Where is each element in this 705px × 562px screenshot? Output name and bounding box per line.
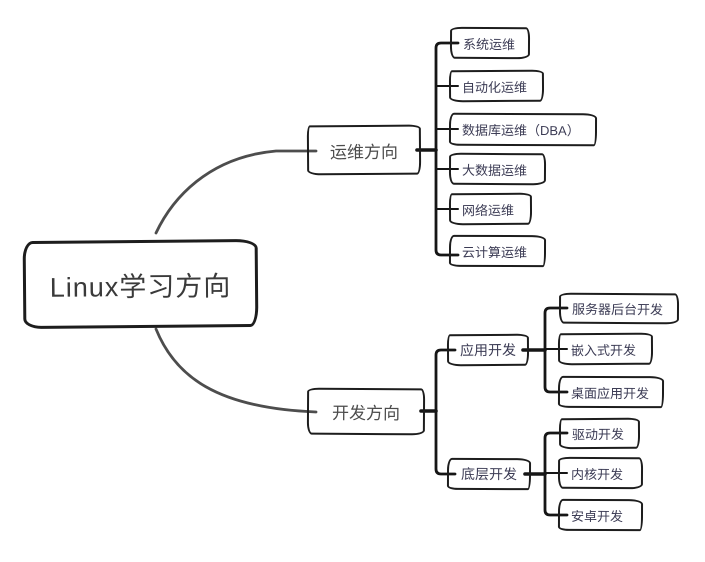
branch-ops[interactable]: 运维方向	[306, 124, 422, 176]
leaf-label: 嵌入式开发	[570, 342, 637, 358]
connector-root-dev	[154, 327, 318, 414]
connector-dev-bus	[434, 348, 457, 476]
leaf-label: 服务器后台开发	[571, 301, 664, 318]
branch-ops-label: 运维方向	[329, 142, 399, 162]
branch-dev[interactable]: 开发方向	[306, 387, 426, 436]
root-node[interactable]: Linux学习方向	[22, 238, 259, 330]
leaf-app-embedded[interactable]: 嵌入式开发	[557, 332, 654, 366]
sub-dev-application[interactable]: 应用开发	[446, 333, 530, 367]
leaf-low-driver[interactable]: 驱动开发	[558, 417, 641, 450]
root-label: Linux学习方向	[49, 270, 232, 303]
leaf-label: 驱动开发	[571, 426, 625, 443]
leaf-ops-dba[interactable]: 数据库运维（DBA）	[448, 112, 598, 147]
leaf-ops-system[interactable]: 系统运维	[449, 26, 531, 60]
leaf-label: 云计算运维	[461, 244, 528, 260]
leaf-label: 桌面应用开发	[570, 385, 650, 401]
sub-label: 应用开发	[459, 341, 517, 359]
leaf-app-server-backend[interactable]: 服务器后台开发	[558, 292, 680, 325]
branch-dev-label: 开发方向	[331, 403, 401, 424]
sub-dev-lowlevel[interactable]: 底层开发	[446, 457, 532, 491]
leaf-label: 网络运维	[461, 202, 515, 218]
leaf-label: 数据库运维（DBA）	[461, 122, 580, 139]
leaf-label: 系统运维	[462, 36, 516, 52]
leaf-label: 安卓开发	[570, 508, 624, 524]
leaf-label: 自动化运维	[461, 79, 528, 95]
leaf-app-desktop[interactable]: 桌面应用开发	[557, 375, 665, 409]
connector-ops-stubs	[435, 85, 459, 210]
leaf-ops-automation[interactable]: 自动化运维	[448, 69, 545, 103]
sub-label: 底层开发	[460, 465, 518, 483]
leaf-label: 内核开发	[570, 466, 624, 482]
leaf-low-kernel[interactable]: 内核开发	[557, 456, 644, 490]
connector-root-ops	[154, 149, 318, 235]
leaf-ops-cloud[interactable]: 云计算运维	[448, 234, 547, 268]
leaf-label: 大数据运维	[461, 162, 528, 178]
leaf-ops-bigdata[interactable]: 大数据运维	[448, 152, 547, 186]
leaf-low-android[interactable]: 安卓开发	[557, 498, 644, 532]
leaf-ops-network[interactable]: 网络运维	[448, 192, 533, 226]
connector-ops-bus	[434, 41, 460, 257]
